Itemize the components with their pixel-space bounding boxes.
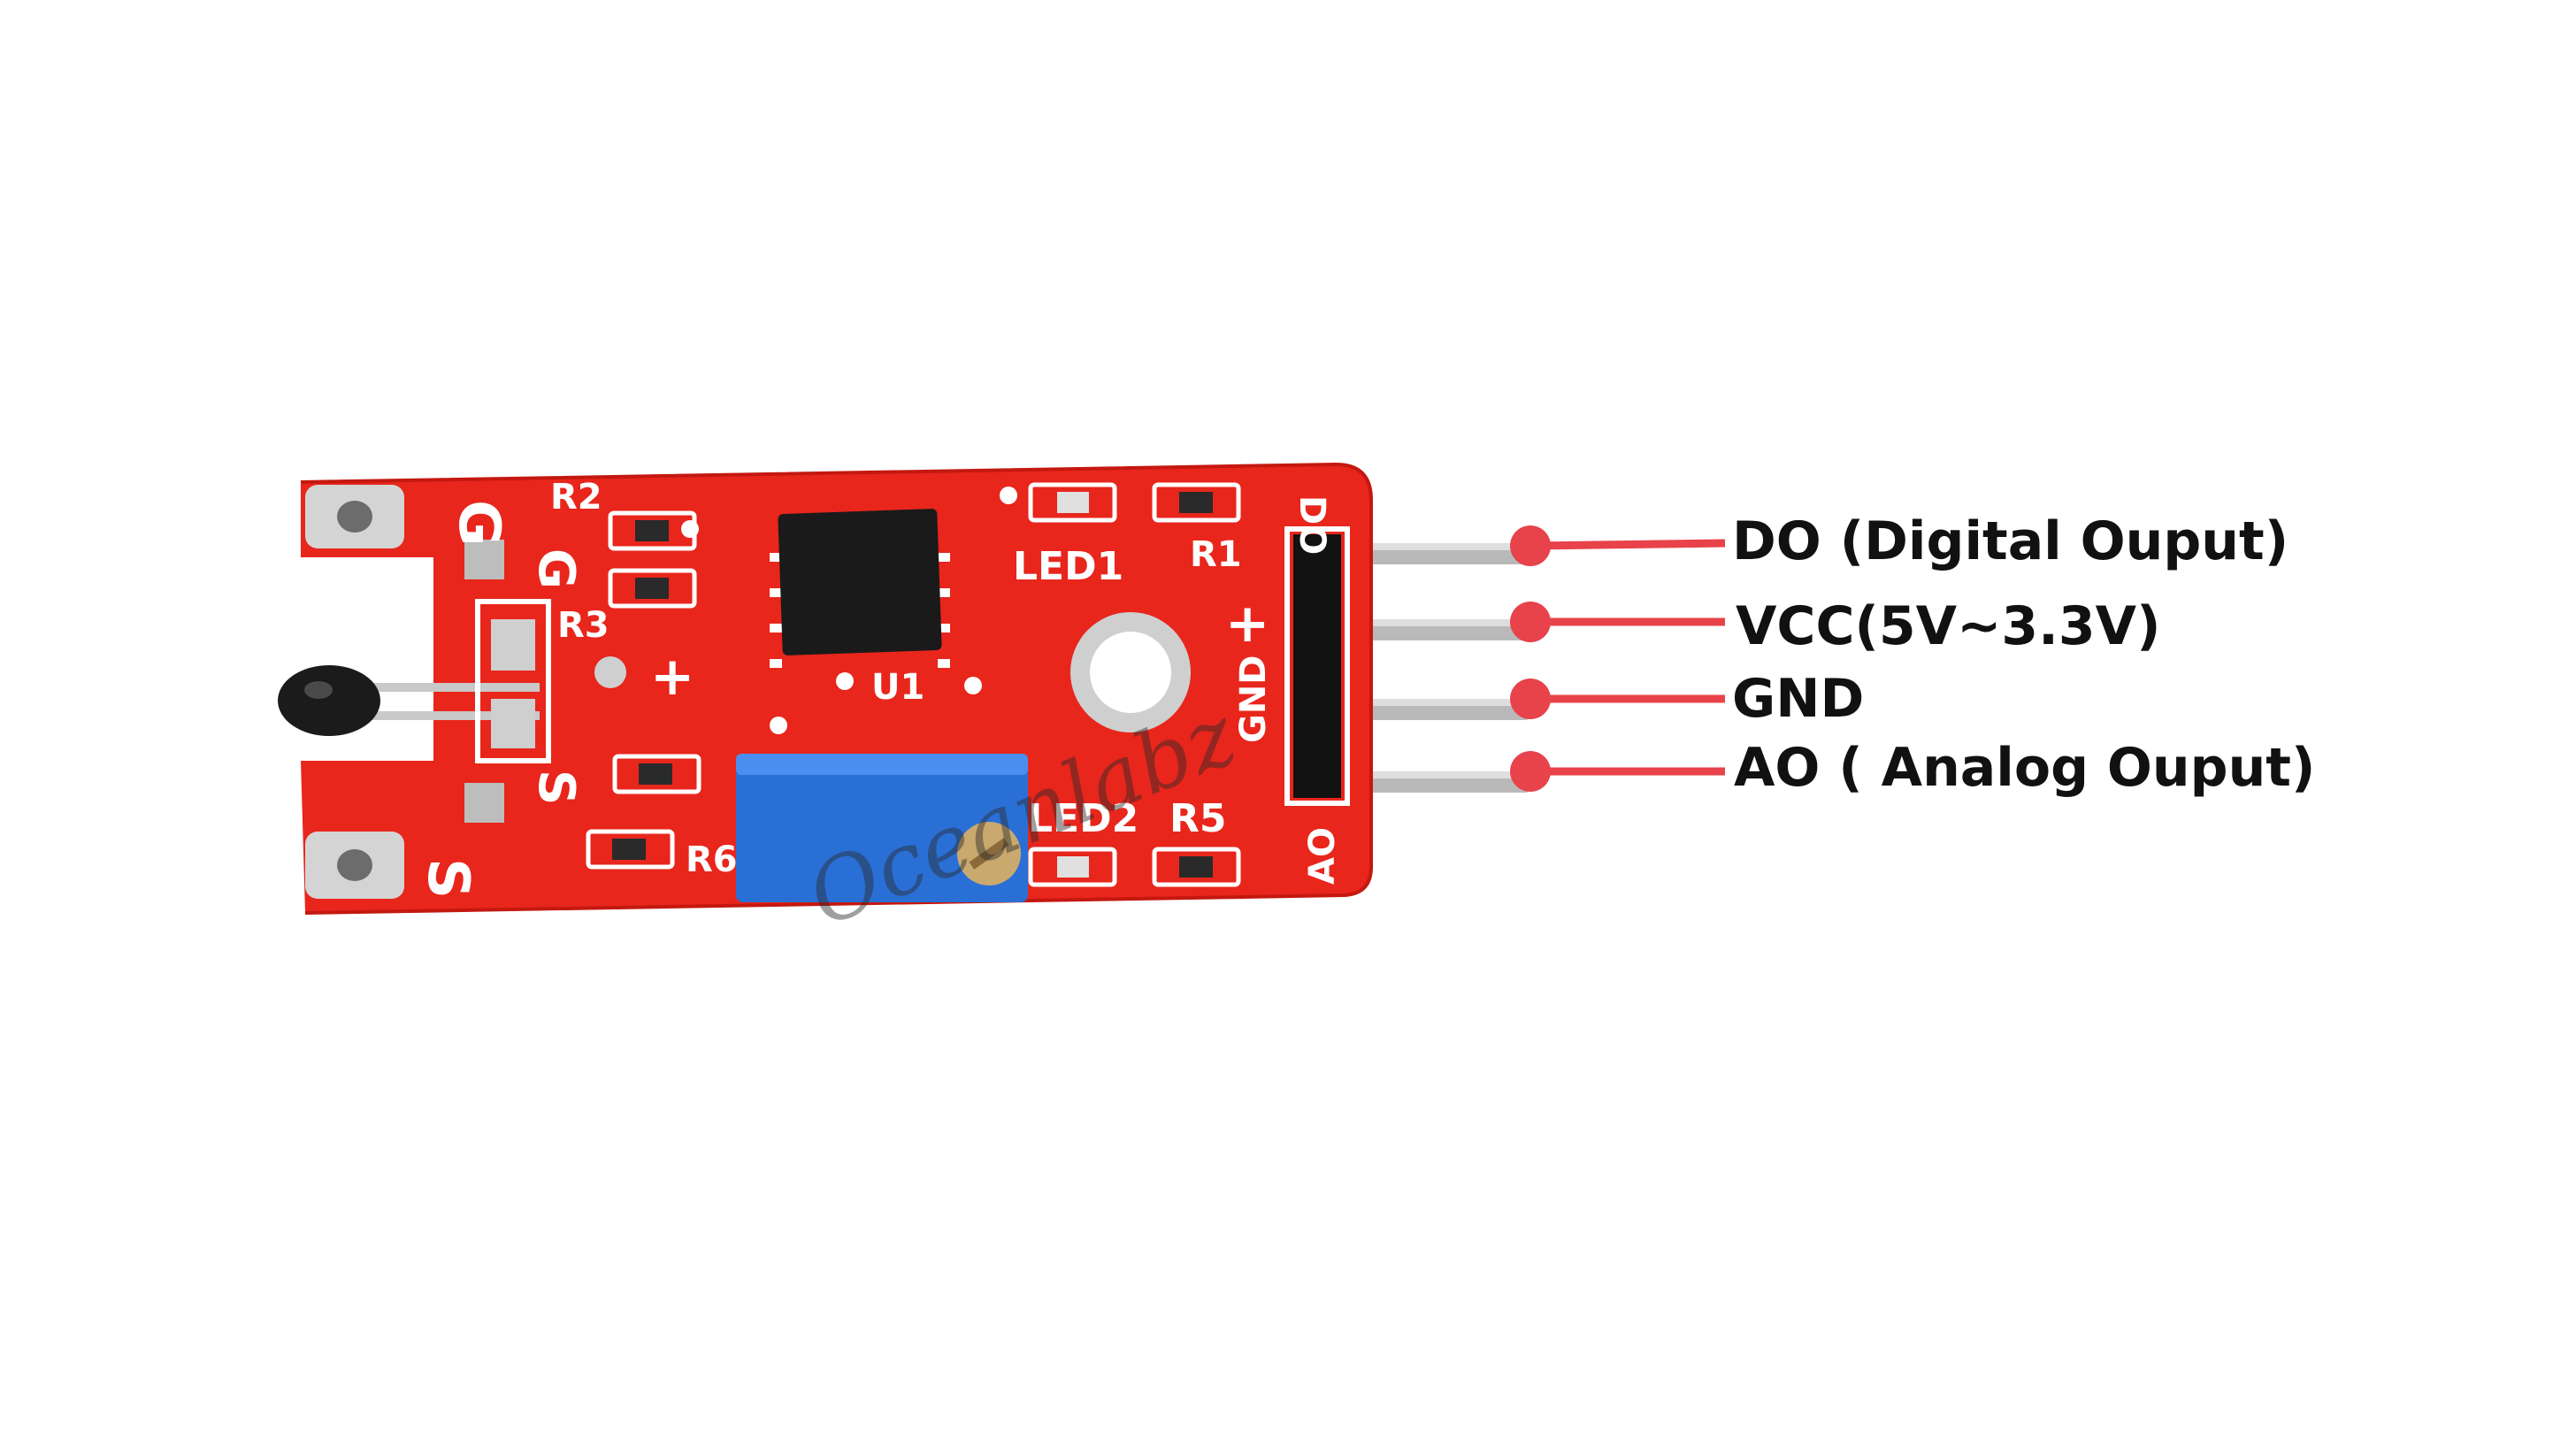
- silk-led2: LED2: [1028, 796, 1138, 841]
- silk-r3: R3: [557, 605, 610, 646]
- smd-components: [586, 482, 1241, 887]
- callout-vcc: [1510, 602, 1725, 642]
- silk-pin-ao: AO: [1302, 827, 1343, 885]
- header-frame: [1284, 526, 1350, 806]
- silk-pin-gnd: GND: [1233, 655, 1274, 743]
- callout-dot: [1510, 678, 1551, 719]
- sensor-pad: [464, 540, 504, 579]
- callout-do: [1510, 525, 1726, 566]
- callout-label-ao: AO ( Analog Ouput): [1734, 737, 2316, 799]
- silk-left-g: G: [527, 548, 585, 589]
- silk-top-left-g: G: [446, 500, 511, 547]
- callout-gnd: [1510, 678, 1725, 719]
- sensor-pad: [464, 783, 504, 823]
- comparator-chip-icon: [770, 509, 950, 668]
- silk-bottom-left-s: S: [415, 858, 480, 899]
- silk-r2: R2: [550, 477, 602, 518]
- sensor-pad: [491, 619, 535, 671]
- silk-left-s: S: [527, 770, 585, 805]
- sensor-pad: [491, 699, 535, 748]
- silk-plus-left: +: [650, 646, 694, 708]
- callout-label-vcc: VCC(5V~3.3V): [1736, 595, 2161, 657]
- thermistor-icon: [278, 665, 540, 736]
- header-pins-icon: [1345, 543, 1530, 793]
- callout-dot: [1510, 602, 1551, 642]
- silk-pin-do: DO: [1292, 495, 1332, 555]
- silk-u1: U1: [871, 667, 924, 708]
- callout-dot: [1510, 525, 1551, 566]
- callout-dot: [1510, 751, 1551, 792]
- silk-r1: R1: [1190, 534, 1242, 575]
- header-housing: [1293, 534, 1341, 798]
- callout-label-gnd: GND: [1732, 668, 1865, 730]
- mounting-hole-center: [1070, 612, 1191, 732]
- silk-r5: R5: [1169, 796, 1227, 841]
- mounting-hole-bottom: [305, 832, 404, 899]
- pcb-board: [301, 464, 1371, 913]
- silk-r6: R6: [686, 840, 738, 880]
- callout-label-do: DO (Digital Ouput): [1732, 510, 2289, 572]
- silk-led1: LED1: [1013, 544, 1123, 589]
- sensor-pad-frame: [475, 599, 551, 763]
- mounting-hole-top: [305, 485, 404, 548]
- callout-ao: [1510, 751, 1725, 792]
- potentiometer-icon: [736, 754, 1028, 902]
- silk-plus-right: +: [1225, 593, 1269, 655]
